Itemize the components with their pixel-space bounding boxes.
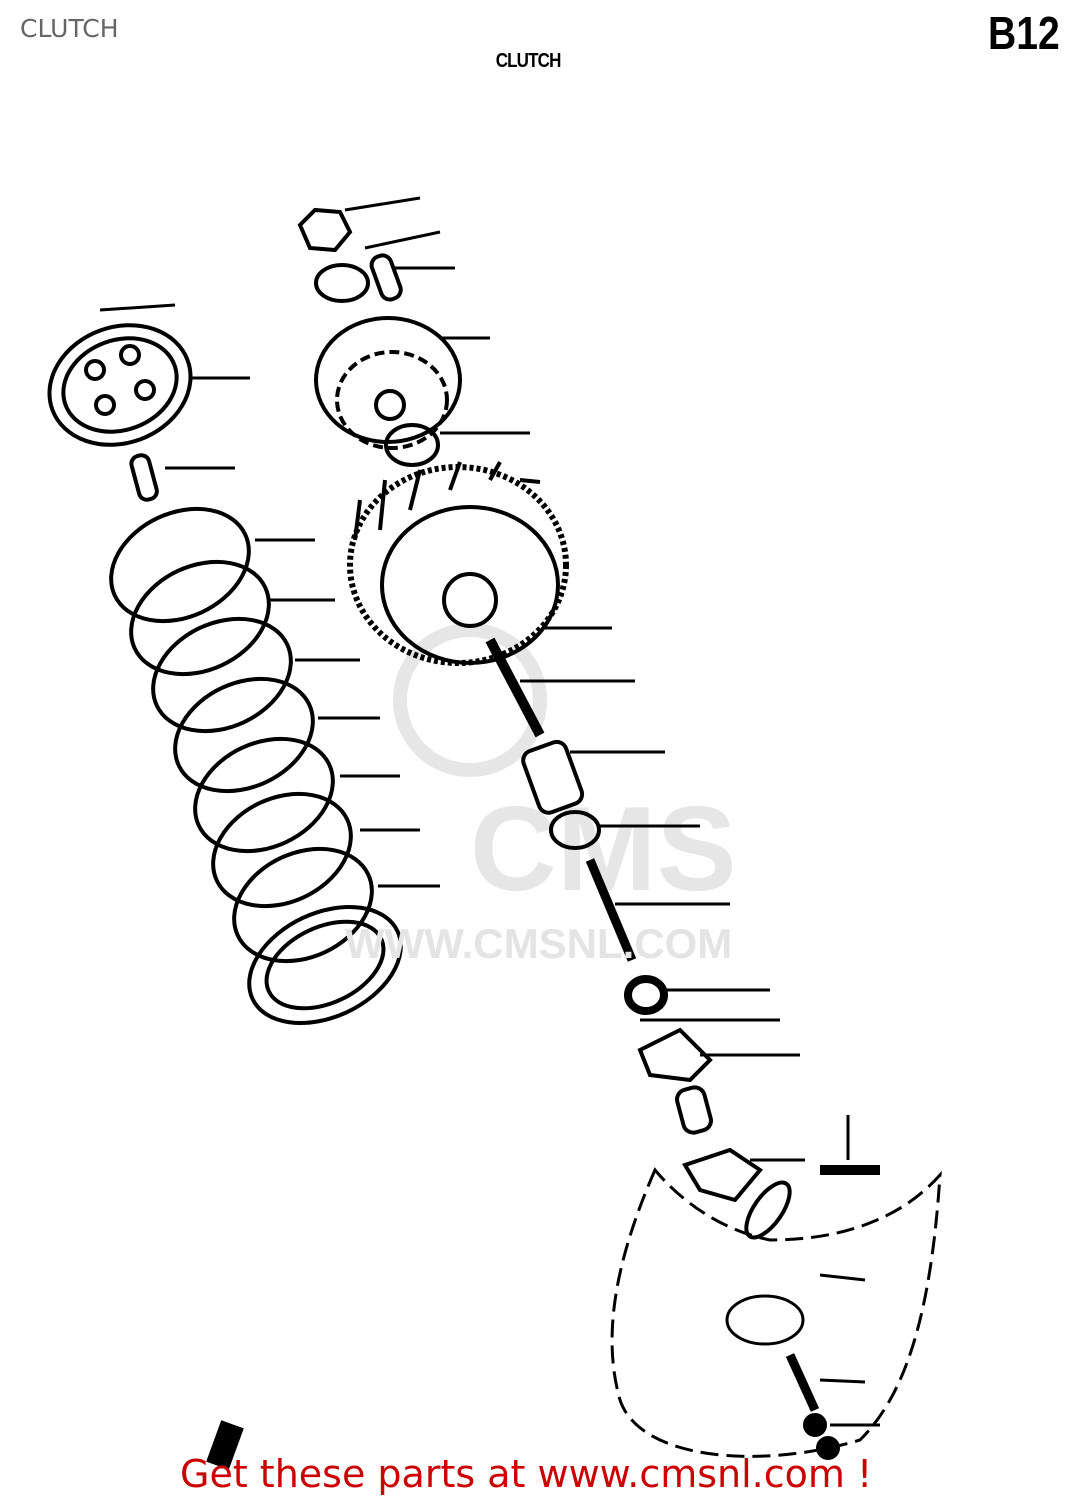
page-title: CLUTCH (20, 14, 119, 43)
clutch-cover (610, 1167, 942, 1458)
push-rod-2 (585, 858, 637, 962)
footer-parts-link[interactable]: Get these parts at www.cmsnl.com ! (180, 1452, 873, 1496)
clutch-sleeve-hub (314, 316, 462, 450)
push-piece (521, 739, 585, 815)
oil-seal (624, 975, 668, 1015)
primary-driven-gear (347, 461, 569, 666)
small-part (206, 1420, 244, 1470)
release-screw (637, 1027, 713, 1083)
lock-washer (314, 263, 370, 303)
diagram-title: CLUTCH (495, 50, 562, 72)
leader-lines (99, 196, 880, 1427)
release-bracket (682, 1147, 763, 1203)
pressure-plate (47, 323, 193, 447)
watermark-text: WWW.CMSNL.COM (345, 920, 733, 967)
clutch-plates (109, 506, 403, 1026)
washer (549, 810, 601, 850)
push-rod (485, 637, 545, 738)
bolt-2 (785, 1353, 820, 1412)
bolt (129, 453, 159, 502)
watermark-logo: CMS (393, 623, 737, 916)
thrust-washer (384, 423, 440, 467)
spring (369, 253, 403, 302)
release-spring (675, 1085, 713, 1135)
page-code: B12 (988, 7, 1060, 59)
nut (297, 207, 353, 253)
